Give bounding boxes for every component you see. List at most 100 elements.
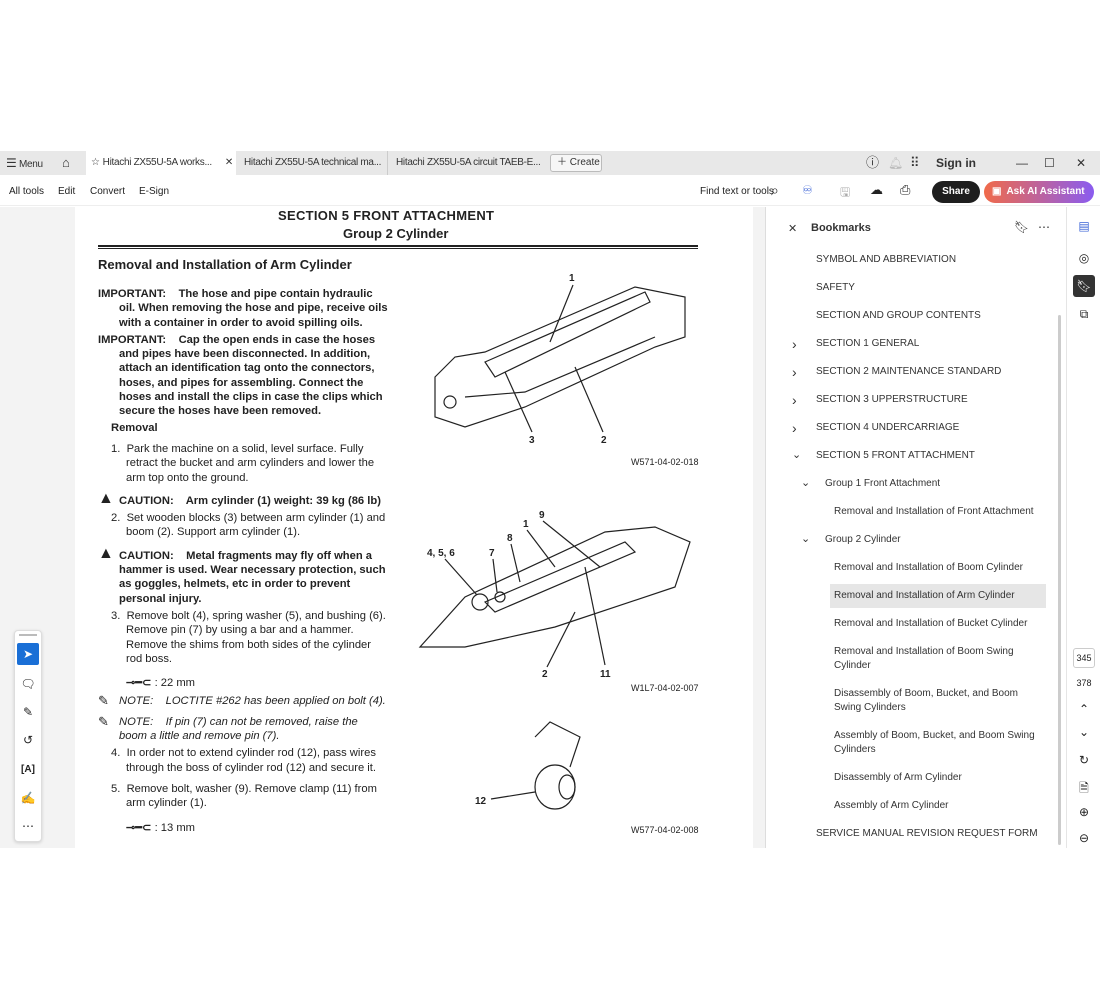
comments-icon[interactable]: ◎: [1078, 251, 1090, 265]
more-options-icon[interactable]: ⋯: [1038, 220, 1050, 234]
freehand-draw-icon[interactable]: ↺: [22, 733, 34, 747]
page-up-icon[interactable]: ⌃: [1078, 702, 1090, 716]
menu-button[interactable]: ☰ Menu: [6, 156, 43, 170]
rotate-icon[interactable]: ↻: [1078, 753, 1090, 767]
pdf-page: SECTION 5 FRONT ATTACHMENT Group 2 Cylin…: [75, 207, 753, 848]
bookmarks-icon[interactable]: 🔖︎: [1073, 275, 1095, 297]
bookmark-item[interactable]: SECTION AND GROUP CONTENTS: [816, 310, 981, 321]
chevron-right-icon[interactable]: ›: [792, 420, 797, 436]
ai-assistant-button[interactable]: ▣Ask AI Assistant: [984, 181, 1094, 203]
tab-active[interactable]: ☆Hitachi ZX55U-5A works...✕: [86, 151, 236, 175]
bookmark-item[interactable]: SAFETY: [816, 282, 855, 293]
pencil-icon: ✎: [98, 693, 109, 709]
bookmark-item[interactable]: Assembly of Arm Cylinder: [834, 800, 949, 811]
bookmark-item[interactable]: SECTION 3 UPPERSTRUCTURE: [816, 394, 968, 405]
bookmark-item[interactable]: Removal and Installation of Bucket Cylin…: [834, 618, 1028, 629]
sign-icon[interactable]: ✍: [20, 791, 36, 805]
bookmark-item[interactable]: SECTION 2 MAINTENANCE STANDARD: [816, 366, 1002, 377]
chevron-right-icon[interactable]: ›: [792, 364, 797, 380]
wrench-spec-2: ⊸━⊂ : 13 mm: [126, 821, 196, 834]
home-icon[interactable]: ⌂: [62, 155, 70, 170]
chevron-down-icon[interactable]: ⌄: [801, 477, 811, 489]
text-column: IMPORTANT: The hose and pipe contain hyd…: [98, 287, 388, 835]
page-down-icon[interactable]: ⌄: [1078, 725, 1090, 739]
bookmark-item[interactable]: Removal and Installation of Boom Swing C…: [834, 646, 1014, 671]
select-cursor-icon[interactable]: ➤: [17, 643, 39, 665]
bookmark-item[interactable]: SERVICE MANUAL REVISION REQUEST FORM: [816, 828, 1038, 839]
help-icon[interactable]: ⓘ: [866, 155, 879, 170]
fig2-label: 1: [523, 519, 529, 530]
bell-icon[interactable]: 🔔︎: [888, 156, 903, 170]
plus-icon: ＋: [557, 157, 567, 168]
fig3-label: 12: [475, 796, 487, 807]
esign-menu[interactable]: E-Sign: [139, 186, 170, 197]
bookmark-item[interactable]: SECTION 4 UNDERCARRIAGE: [816, 422, 960, 433]
compare-icon[interactable]: ♾: [802, 183, 813, 197]
bookmarks-title: Bookmarks: [811, 222, 871, 234]
zoom-out-icon[interactable]: ⊖: [1078, 831, 1090, 845]
warning-icon: ▲: [98, 489, 114, 507]
tab[interactable]: Hitachi ZX55U-5A technical ma...: [238, 151, 388, 175]
bookmark-item[interactable]: Removal and Installation of Arm Cylinder: [830, 584, 1046, 608]
wrench-spec-1: ⊸━⊂ : 22 mm: [126, 677, 196, 690]
chevron-down-icon[interactable]: ⌄: [801, 533, 811, 545]
maximize-icon[interactable]: ☐: [1044, 156, 1055, 170]
add-bookmark-icon[interactable]: 🔖︎: [1014, 220, 1030, 234]
step-4: 4. In order not to extend cylinder rod (…: [111, 747, 376, 774]
bookmark-item[interactable]: Removal and Installation of Boom Cylinde…: [834, 562, 1023, 573]
share-button[interactable]: Share: [932, 181, 980, 203]
print-icon[interactable]: ⎙: [900, 182, 911, 197]
minimize-icon[interactable]: —: [1016, 156, 1028, 170]
save-icon[interactable]: 🖫: [840, 185, 851, 199]
bookmark-item[interactable]: SECTION 5 FRONT ATTACHMENT: [816, 450, 975, 461]
upload-cloud-icon[interactable]: ☁: [870, 182, 883, 197]
drag-handle[interactable]: [19, 634, 37, 636]
wrench-icon: ⊸━⊂: [126, 677, 152, 690]
important-note: IMPORTANT: Cap the open ends in case the…: [98, 333, 383, 418]
comment-icon[interactable]: 🗨︎: [20, 677, 36, 691]
apps-grid-icon[interactable]: ⠿: [910, 155, 920, 170]
fig1-label: 2: [601, 435, 607, 446]
close-tab-icon[interactable]: ✕: [224, 157, 233, 168]
chevron-right-icon[interactable]: ›: [792, 392, 797, 408]
pages-icon[interactable]: ⧉: [1079, 307, 1089, 321]
more-tools-icon[interactable]: ⋯: [22, 819, 34, 833]
figure-1-drawing: [434, 286, 686, 428]
ai-summary-icon[interactable]: ▤: [1078, 219, 1090, 233]
fig2-label: 9: [539, 510, 545, 521]
highlight-pen-icon[interactable]: ✎: [22, 705, 34, 719]
bookmark-item[interactable]: Disassembly of Boom, Bucket, and Boom Sw…: [834, 688, 1018, 713]
step-2: 2. Set wooden blocks (3) between arm cyl…: [111, 512, 386, 539]
text-box-icon[interactable]: [A]: [21, 764, 35, 775]
bookmark-item[interactable]: Removal and Installation of Front Attach…: [834, 506, 1034, 517]
create-button[interactable]: ＋ Create: [550, 154, 602, 172]
find-text-label[interactable]: Find text or tools: [700, 186, 774, 197]
bookmark-item[interactable]: Assembly of Boom, Bucket, and Boom Swing…: [834, 730, 1035, 755]
group-title: Group 2 Cylinder: [343, 226, 449, 241]
bookmark-item[interactable]: SYMBOL AND ABBREVIATION: [816, 254, 957, 265]
close-window-icon[interactable]: ✕: [1076, 156, 1086, 170]
sign-in-button[interactable]: Sign in: [936, 156, 976, 170]
page-number-input[interactable]: 345: [1073, 648, 1095, 668]
edit-menu[interactable]: Edit: [58, 186, 76, 197]
scrollbar[interactable]: [1058, 315, 1061, 845]
caution-2: ▲CAUTION: Metal fragments may fly off wh…: [98, 544, 386, 605]
fit-page-icon[interactable]: 🗎: [1079, 781, 1089, 795]
close-panel-icon[interactable]: ✕: [788, 223, 798, 235]
chevron-right-icon[interactable]: ›: [792, 336, 797, 352]
bookmark-item[interactable]: Group 2 Cylinder: [825, 534, 901, 545]
tab[interactable]: Hitachi ZX55U-5A circuit TAEB-E...: [396, 157, 541, 168]
wrench-icon: ⊸━⊂: [126, 821, 152, 834]
zoom-in-icon[interactable]: ⊕: [1078, 805, 1090, 819]
bookmark-item[interactable]: Disassembly of Arm Cylinder: [834, 772, 962, 783]
fig2-label: 8: [507, 533, 513, 544]
document-viewer[interactable]: SECTION 5 FRONT ATTACHMENT Group 2 Cylin…: [0, 207, 765, 848]
convert-menu[interactable]: Convert: [90, 186, 126, 197]
bookmarks-panel: ✕ Bookmarks 🔖︎ ⋯ SYMBOL AND ABBREVIATION…: [765, 207, 1065, 848]
bookmark-item[interactable]: Group 1 Front Attachment: [825, 478, 941, 489]
chevron-down-icon[interactable]: ⌄: [792, 449, 802, 461]
search-icon[interactable]: ⌕: [771, 182, 779, 198]
total-pages: 378: [1076, 678, 1092, 688]
all-tools-menu[interactable]: All tools: [9, 186, 45, 197]
bookmark-item[interactable]: SECTION 1 GENERAL: [816, 338, 920, 349]
